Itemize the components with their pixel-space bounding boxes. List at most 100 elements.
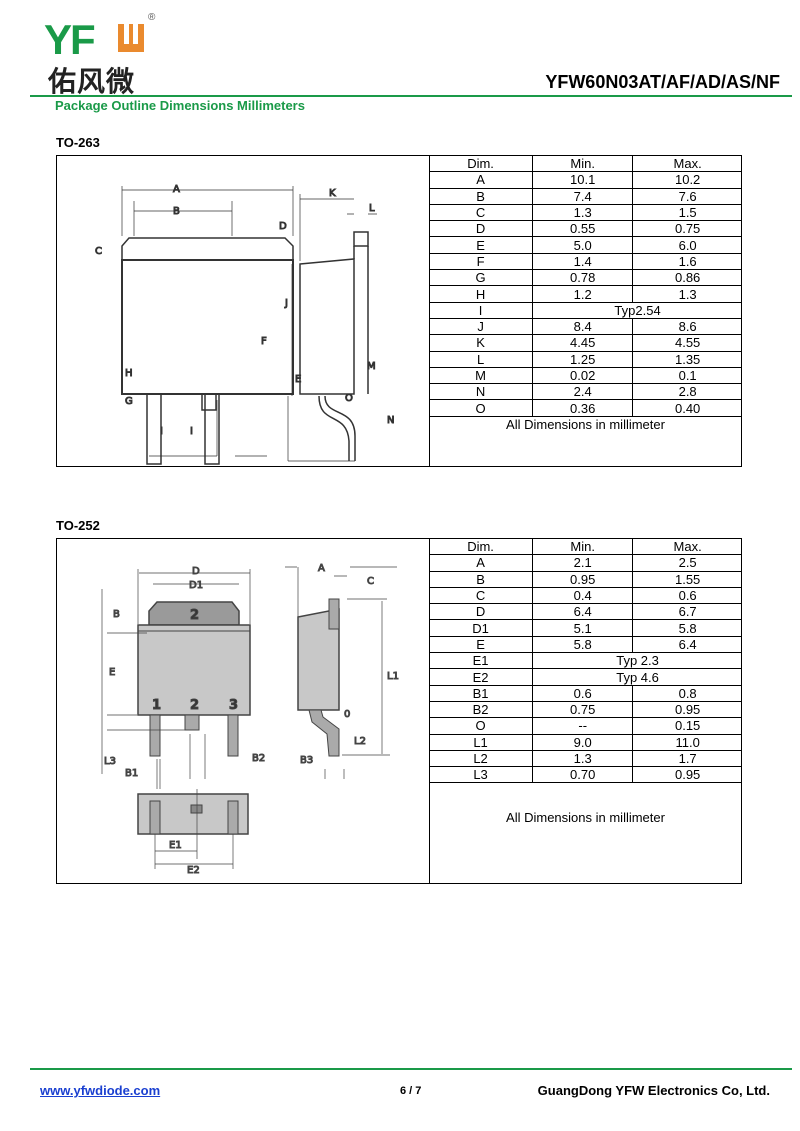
to263-drawing: A B C D F H G I I K L J E M O N <box>57 156 430 466</box>
table-cell: 1.25 <box>532 350 634 368</box>
to263-label: TO-263 <box>56 135 100 150</box>
table-cell: Min. <box>532 156 634 173</box>
table-cell: 7.4 <box>532 187 634 205</box>
table-cell: E <box>429 635 534 654</box>
table-cell: 0.86 <box>632 269 742 287</box>
table-cell: L <box>429 350 534 368</box>
table-cell: Dim. <box>429 539 534 556</box>
table-cell: 10.1 <box>532 171 634 189</box>
table-footer-note: All Dimensions in millimeter <box>429 782 742 852</box>
table-cell: L3 <box>429 766 534 784</box>
dim-label-l1: L1 <box>387 671 399 682</box>
table-cell: 0.55 <box>532 220 634 238</box>
section-subtitle: Package Outline Dimensions Millimeters <box>55 98 305 113</box>
tab-label: 2 <box>190 608 199 623</box>
dim-label-b: B <box>173 206 180 217</box>
table-cell: 0.15 <box>632 717 742 735</box>
table-cell: A <box>429 554 534 572</box>
table-cell: 2.1 <box>532 554 634 572</box>
dim-label-k: K <box>329 188 336 199</box>
table-cell: 1.4 <box>532 252 634 271</box>
table-cell: 1.5 <box>632 203 742 222</box>
dim-label-e1: E1 <box>169 840 182 851</box>
header-divider <box>30 95 792 97</box>
table-cell: -- <box>532 717 634 735</box>
table-cell: 11.0 <box>632 733 742 751</box>
table-cell: 6.4 <box>532 603 634 621</box>
dim-label-c: C <box>367 576 374 587</box>
table-cell: C <box>429 203 534 222</box>
table-header-row: Dim.Min.Max. <box>429 539 742 556</box>
dim-label-d: D <box>192 566 200 577</box>
table-cell: 0.1 <box>632 366 742 385</box>
table-cell: 0.36 <box>532 399 634 417</box>
page-number: 6 / 7 <box>400 1085 422 1097</box>
table-footer-note: All Dimensions in millimeter <box>429 415 742 433</box>
table-cell: 10.2 <box>632 171 742 189</box>
table-cell: G <box>429 269 534 287</box>
dim-label-l: L <box>369 203 375 214</box>
dim-label-n: N <box>387 415 394 426</box>
dim-label-a: A <box>173 184 180 195</box>
table-cell: 0.40 <box>632 399 742 417</box>
table-cell: J <box>429 317 534 336</box>
table-cell: Typ 4.6 <box>532 668 742 686</box>
dim-label-o: 0 <box>344 709 350 720</box>
dim-label-b2: B2 <box>252 753 265 764</box>
table-cell: B <box>429 187 534 205</box>
table-cell: E <box>429 236 534 254</box>
table-cell: 2.5 <box>632 554 742 572</box>
table-cell: D <box>429 220 534 238</box>
website-link[interactable]: www.yfwdiode.com <box>40 1083 161 1098</box>
dim-label-m: M <box>367 361 376 372</box>
table-cell: 0.75 <box>532 700 634 719</box>
dim-label-e: E <box>295 374 301 385</box>
table-footer-row: All Dimensions in millimeter <box>429 415 742 433</box>
table-cell: 1.7 <box>632 749 742 768</box>
table-cell: 4.55 <box>632 334 742 352</box>
table-cell: 1.55 <box>632 570 742 588</box>
pin1-label: 1 <box>152 698 161 713</box>
table-cell: 2.4 <box>532 383 634 401</box>
table-cell: Max. <box>632 539 742 556</box>
table-cell: O <box>429 717 534 735</box>
table-cell: Dim. <box>429 156 534 173</box>
to252-section: D D1 B E 2 1 2 3 L3 B1 B2 A C L1 0 L2 B3… <box>56 538 742 884</box>
table-cell: E1 <box>429 652 534 670</box>
table-cell: 0.95 <box>632 766 742 784</box>
table-cell: 0.6 <box>532 684 634 702</box>
dim-label-b: B <box>113 609 120 620</box>
dim-label-b3: B3 <box>300 755 313 766</box>
table-cell: 9.0 <box>532 733 634 751</box>
dim-label-o: O <box>345 393 353 404</box>
logo-chinese: 佑风微 <box>48 65 136 98</box>
dim-label-f: F <box>261 336 267 347</box>
table-cell: C <box>429 586 534 605</box>
table-cell: D <box>429 603 534 621</box>
table-cell: 5.8 <box>632 619 742 637</box>
table-cell: 7.6 <box>632 187 742 205</box>
table-cell: B1 <box>429 684 534 702</box>
table-cell: 0.70 <box>532 766 634 784</box>
dim-label-c: C <box>95 246 102 257</box>
dim-label-j: J <box>284 298 288 309</box>
table-cell: 0.95 <box>632 700 742 719</box>
registered-mark: ® <box>148 12 156 23</box>
yfw-logo: YF ® 佑风微 <box>44 10 164 98</box>
